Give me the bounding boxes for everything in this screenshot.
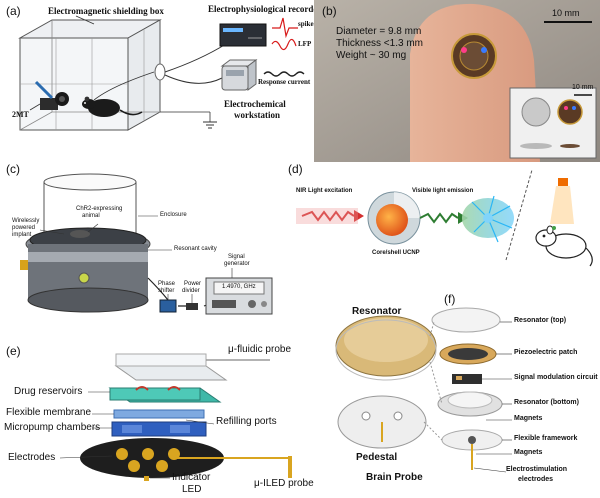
panel-a-label: (a) [6,4,21,18]
refilling-ports-label: Refilling ports [216,416,277,427]
panel-f-illustration [335,307,512,473]
resonator-bottom-label: Resonator (bottom) [514,399,579,406]
diameter-text: Diameter = 9.8 mm [336,26,422,37]
panel-f: (f) Resonator Resonator (top) Piezoelect… [326,282,600,498]
electrostimulation-label-1: Electrostimulation [506,466,568,473]
generator-label-2: generator [224,261,250,267]
panel-e: (e) μ-fluidic probe Drug reservoirs Flex… [0,330,326,498]
scale-bar-main-label: 10 mm [552,8,580,18]
piezo-label: Piezoelectric patch [514,349,578,356]
panel-c-illustration [20,173,273,315]
brain-probe-label: Brain Probe [366,472,423,483]
flexible-framework-label: Flexible framework [514,435,578,442]
indicator-led-label-1: Indicator [172,472,211,483]
implant-label-3: implant [12,232,32,238]
electrodes-label: Electrodes [8,452,56,463]
micropump-chambers-label: Micropump chambers [4,422,101,433]
panel-b-photo [314,0,600,162]
resonator-label: Resonator [352,306,402,317]
electrostimulation-label-2: electrodes [518,476,554,483]
implant-label-2: powered [12,225,36,231]
resonator-top-label: Resonator (top) [514,317,567,324]
chr2-label-1: ChR2-expressing [76,206,123,212]
panel-c-label: (c) [6,162,20,176]
spike-label: spike [298,20,314,28]
pedestal-label: Pedestal [356,452,398,463]
magnets-label-2: Magnets [514,449,543,456]
weight-text: Weight ~ 30 mg [336,50,407,61]
workstation-label-2: workstation [234,110,281,120]
workstation-label-1: Electrochemical [224,99,286,109]
signal-modulation-label: Signal modulation circuit [514,374,598,381]
power-divider-label-1: Power [184,281,202,287]
drug-reservoirs-label: Drug reservoirs [14,386,83,397]
panel-e-label: (e) [6,344,21,358]
response-current-label: Response current [258,78,311,86]
magnet-label: 2MT [12,110,29,119]
panel-b-label: (b) [322,4,337,18]
panel-d-label: (d) [288,162,303,176]
ucnp-label: Core/shell UCNP [372,250,420,256]
fluidic-probe-label: μ-fluidic probe [228,344,292,355]
enclosure-label: Enclosure [160,212,187,218]
indicator-led-label-2: LED [182,484,202,495]
panel-a-illustration [18,15,305,131]
phase-shifter-label-2: shifter [158,288,175,294]
cavity-label: Resonant cavity [174,246,217,252]
implant-label-1: Wirelessly [12,218,40,224]
panel-c: (c) ChR2-expressing animal Enclosure Wir… [0,160,290,330]
chr2-label-2: animal [82,213,100,219]
panel-f-label: (f) [444,292,456,306]
panel-a: (a) Electromagnetic shielding box Electr… [0,0,320,152]
generator-display: 1.4970, GHz [222,284,256,290]
generator-label-1: Signal [228,254,245,260]
recorder-label: Electrophysiological recorder [208,4,320,14]
scale-bar-inset-label: 10 mm [572,84,594,91]
panel-d: (d) NIR Light excitation Visible light e… [288,162,600,278]
phase-shifter-label-1: Phase [158,281,176,287]
power-divider-label-2: divider [182,288,200,294]
lfp-label: LFP [298,40,312,48]
nir-label: NIR Light excitation [296,188,353,194]
panel-d-illustration [296,169,593,267]
panel-e-illustration [59,353,292,481]
iled-probe-label: μ-ILED probe [254,478,314,489]
shielding-box-label: Electromagnetic shielding box [48,6,164,16]
magnets-label-1: Magnets [514,415,543,422]
thickness-text: Thickness <1.3 mm [336,38,423,49]
visible-emission-label: Visible light emission [412,188,474,194]
flexible-membrane-label: Flexible membrane [6,407,92,418]
panel-b: (b) Diameter = 9.8 mm Thickness <1.3 mm … [314,0,600,162]
